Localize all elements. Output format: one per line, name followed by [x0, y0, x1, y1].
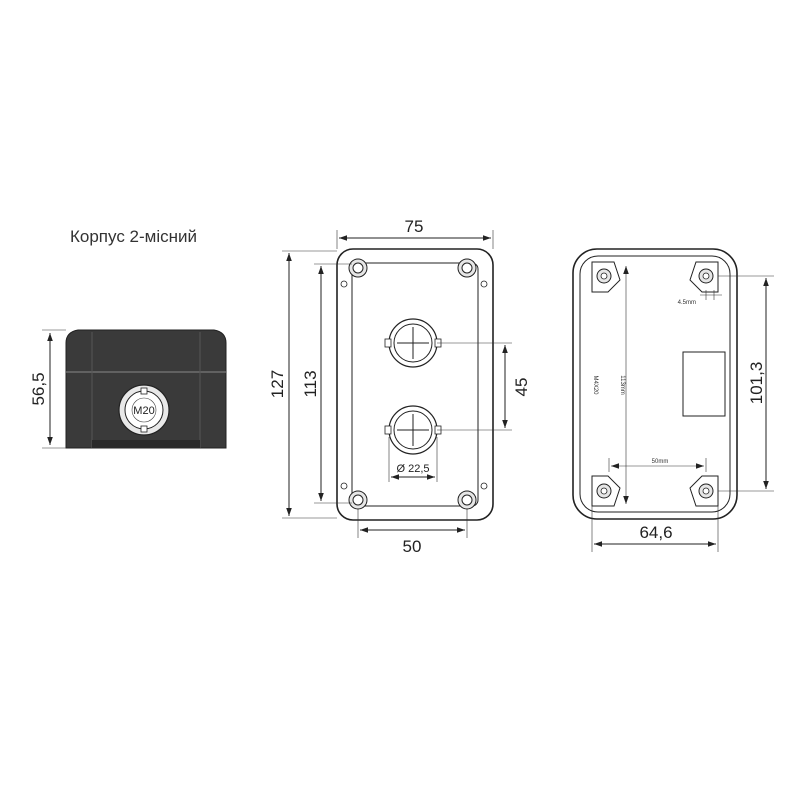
cable-gland: M20 — [118, 384, 170, 436]
back-note-4-5mm: 4.5mm — [678, 300, 696, 306]
back-note-m4x20: M4X20 — [592, 375, 598, 395]
corner-screw-icon — [457, 258, 477, 278]
dim-back-width: 64,6 — [639, 523, 672, 542]
mounting-boss-icon — [689, 475, 719, 507]
dim-hole-diameter: Ø 22,5 — [396, 463, 429, 475]
dim-button-spacing: 45 — [512, 378, 531, 397]
corner-screw-icon — [348, 258, 368, 278]
corner-screw-icon — [348, 490, 368, 510]
dim-mount-spacing: 50 — [403, 537, 422, 556]
dim-side-height: 56,5 — [29, 372, 48, 405]
side-view: M20 56,5 — [29, 329, 227, 449]
back-view: 113mm M4X20 4.5mm 50mm 101,3 64,6 — [572, 248, 774, 552]
mounting-boss-icon — [591, 475, 621, 507]
dim-height-inner: 113 — [301, 370, 320, 397]
corner-screw-icon — [457, 490, 477, 510]
drawing-title: Корпус 2-місний — [70, 227, 197, 246]
mounting-boss-icon — [591, 261, 621, 293]
dim-height-outer: 127 — [268, 370, 287, 398]
gland-label: M20 — [133, 405, 154, 417]
dim-back-height: 101,3 — [747, 362, 766, 405]
mounting-boss-icon — [689, 261, 719, 293]
back-note-50mm: 50mm — [652, 459, 669, 465]
dim-width: 75 — [405, 217, 424, 236]
front-view: 75 127 113 45 Ø 22,5 50 — [268, 217, 531, 556]
button-hole-bottom — [384, 405, 442, 455]
back-note-113mm: 113mm — [619, 375, 625, 395]
button-hole-top — [384, 318, 442, 368]
